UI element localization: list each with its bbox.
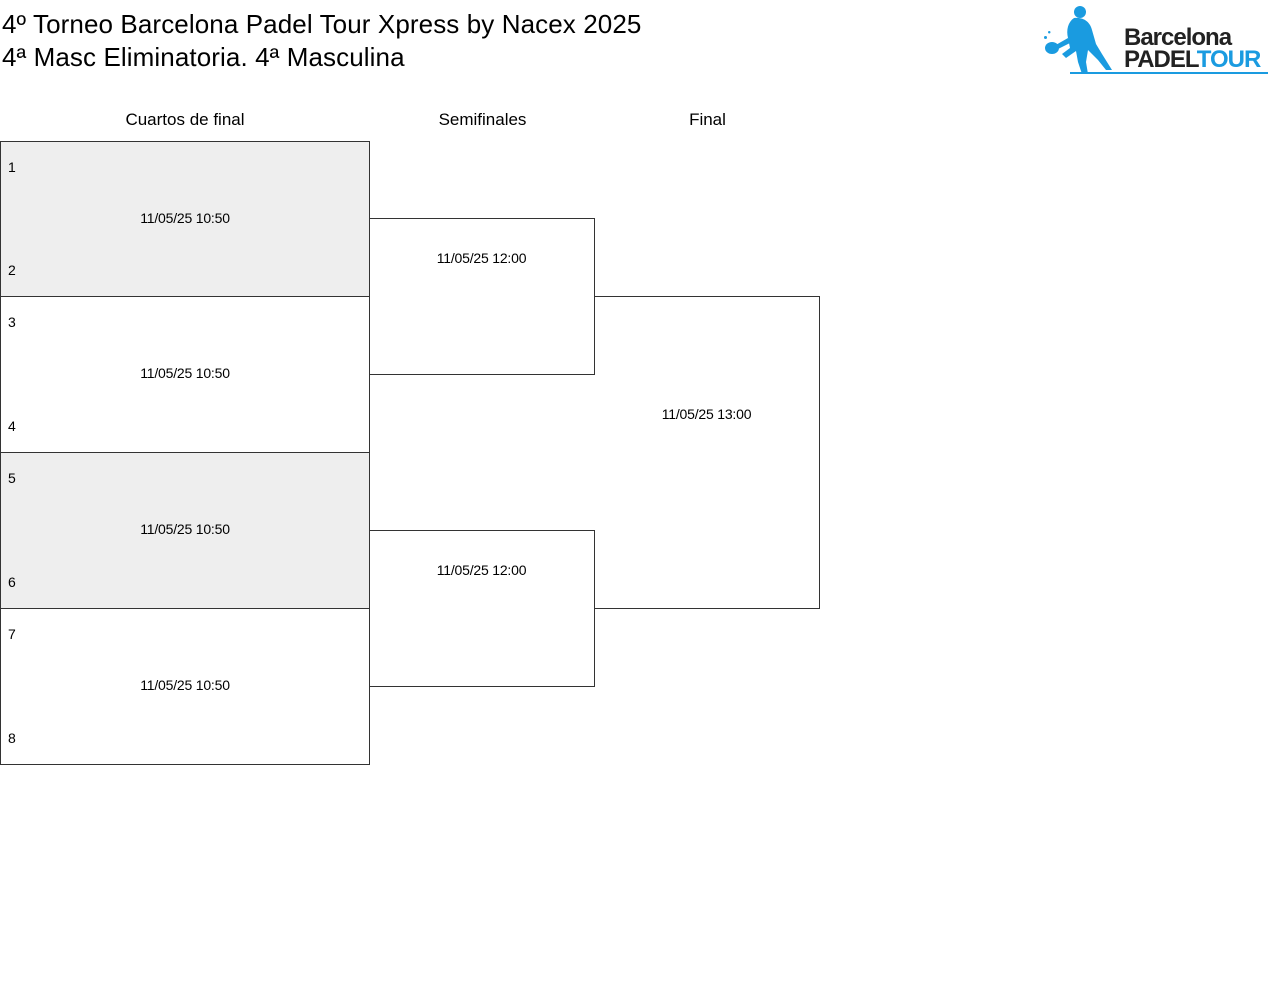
seed-label: 8 (8, 730, 16, 746)
logo-text-barcelona: Barcelona (1124, 24, 1232, 51)
match-time: 11/05/25 10:50 (140, 210, 230, 226)
seed-label: 1 (8, 159, 16, 175)
seed-label: 6 (8, 574, 16, 590)
seed-label: 4 (8, 418, 16, 434)
semifinal-match-2[interactable]: 11/05/25 12:00 (369, 530, 595, 687)
seed-label: 2 (8, 262, 16, 278)
logo-text-tour: TOUR (1196, 46, 1262, 73)
match-time: 11/05/25 10:50 (140, 365, 230, 381)
logo-text-padel: PADEL (1124, 46, 1198, 73)
quarterfinal-match-2[interactable]: 3 11/05/25 10:50 4 (0, 296, 370, 453)
semifinal-match-1[interactable]: 11/05/25 12:00 (369, 218, 595, 375)
tournament-title: 4º Torneo Barcelona Padel Tour Xpress by… (2, 9, 642, 39)
round-header-quarterfinals: Cuartos de final (125, 110, 245, 129)
match-time: 11/05/25 13:00 (661, 406, 752, 422)
logo-underline (1070, 72, 1268, 74)
seed-label: 7 (8, 626, 16, 642)
logo-text-padel-tour: PADELTOUR (1124, 46, 1262, 73)
seed-label: 3 (8, 314, 16, 330)
match-time: 11/05/25 10:50 (140, 677, 230, 693)
round-header-semifinals: Semifinales (438, 110, 527, 129)
padel-player-icon (1044, 6, 1112, 74)
quarterfinal-match-4[interactable]: 7 11/05/25 10:50 8 (0, 608, 370, 765)
category-title: 4ª Masc Eliminatoria. 4ª Masculina (2, 42, 405, 72)
tournament-header: 4º Torneo Barcelona Padel Tour Xpress by… (2, 8, 641, 74)
match-time: 11/05/25 10:50 (140, 521, 230, 537)
seed-label: 5 (8, 470, 16, 486)
match-time: 11/05/25 12:00 (436, 562, 527, 578)
round-header-final: Final (689, 110, 726, 129)
match-time: 11/05/25 12:00 (436, 250, 527, 266)
barcelona-padel-tour-logo: Barcelona PADELTOUR (1040, 4, 1276, 78)
final-match[interactable]: 11/05/25 13:00 (594, 296, 820, 609)
quarterfinal-match-1[interactable]: 1 11/05/25 10:50 2 (0, 141, 370, 297)
quarterfinal-match-3[interactable]: 5 11/05/25 10:50 6 (0, 452, 370, 609)
